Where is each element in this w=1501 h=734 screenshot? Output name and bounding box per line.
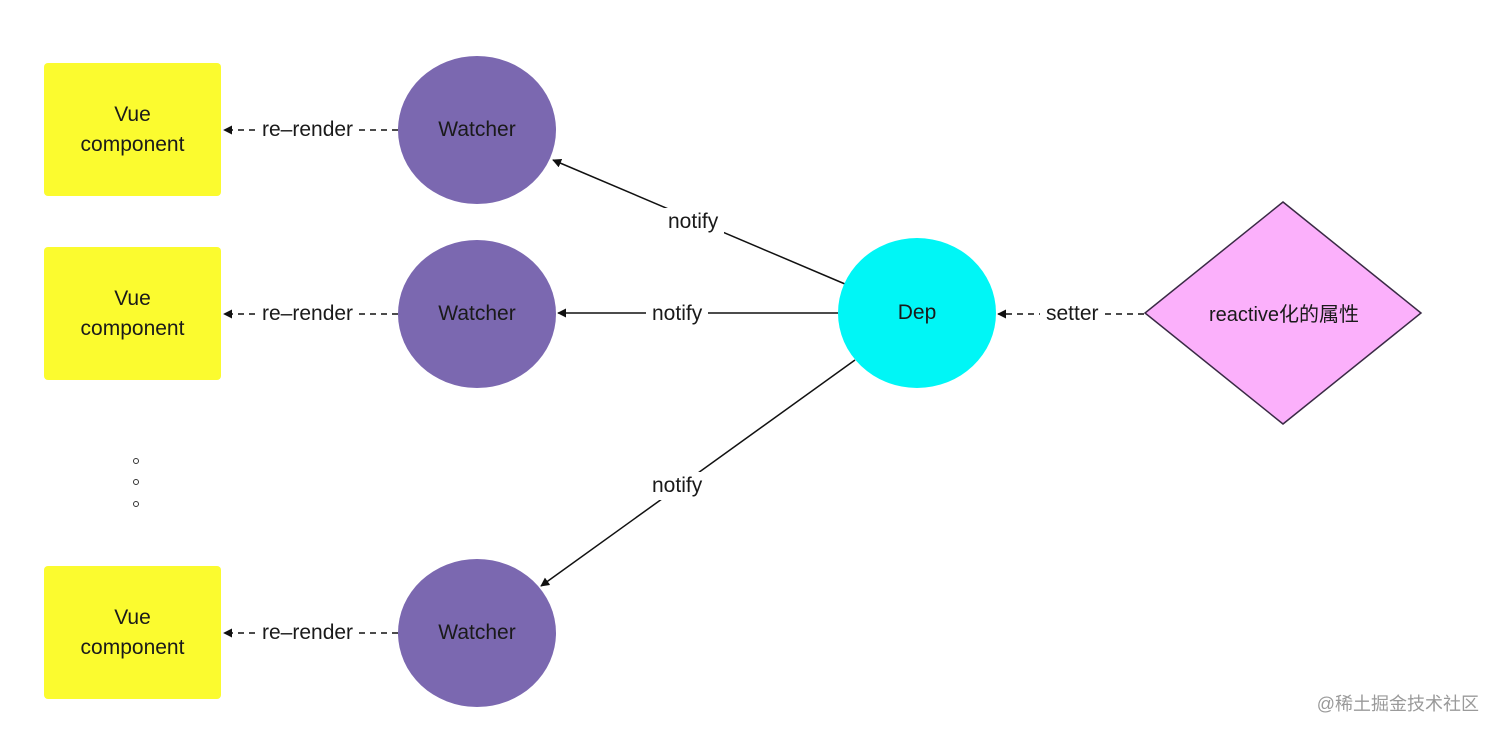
ellipsis-dot-3 xyxy=(133,501,139,507)
dep-node: Dep xyxy=(838,238,996,388)
notify-label-3: notify xyxy=(646,472,709,500)
component-label-line1: Vue xyxy=(114,102,151,126)
re-render-label-2: re–render xyxy=(256,300,360,328)
component-label-line2: component xyxy=(80,316,185,340)
vue-component-box-2: Vue component xyxy=(44,247,221,380)
property-label: reactive化的属性 xyxy=(1208,303,1360,326)
setter-label: setter xyxy=(1040,300,1105,328)
component-label-line2: component xyxy=(80,132,185,156)
watermark: @稀土掘金技术社区 xyxy=(1316,694,1479,714)
re-render-label-3: re–render xyxy=(256,619,360,647)
ellipsis-dot-1 xyxy=(133,458,139,464)
watcher-node-3: Watcher xyxy=(398,559,556,707)
vue-component-box-3: Vue component xyxy=(44,566,221,699)
component-label-line1: Vue xyxy=(114,286,151,310)
component-label-line1: Vue xyxy=(114,605,151,629)
notify-label-1: notify xyxy=(662,208,725,236)
watcher-label: Watcher xyxy=(438,118,516,141)
watcher-label: Watcher xyxy=(438,621,516,644)
component-label-line2: component xyxy=(80,635,185,659)
property-diamond xyxy=(1143,201,1423,425)
watcher-label: Watcher xyxy=(438,302,516,325)
vue-component-box-1: Vue component xyxy=(44,63,221,196)
re-render-label-1: re–render xyxy=(256,116,360,144)
watcher-node-2: Watcher xyxy=(398,240,556,388)
dep-label: Dep xyxy=(897,301,937,324)
notify-label-2: notify xyxy=(646,300,709,328)
watcher-node-1: Watcher xyxy=(398,56,556,204)
ellipsis-dot-2 xyxy=(133,479,139,485)
